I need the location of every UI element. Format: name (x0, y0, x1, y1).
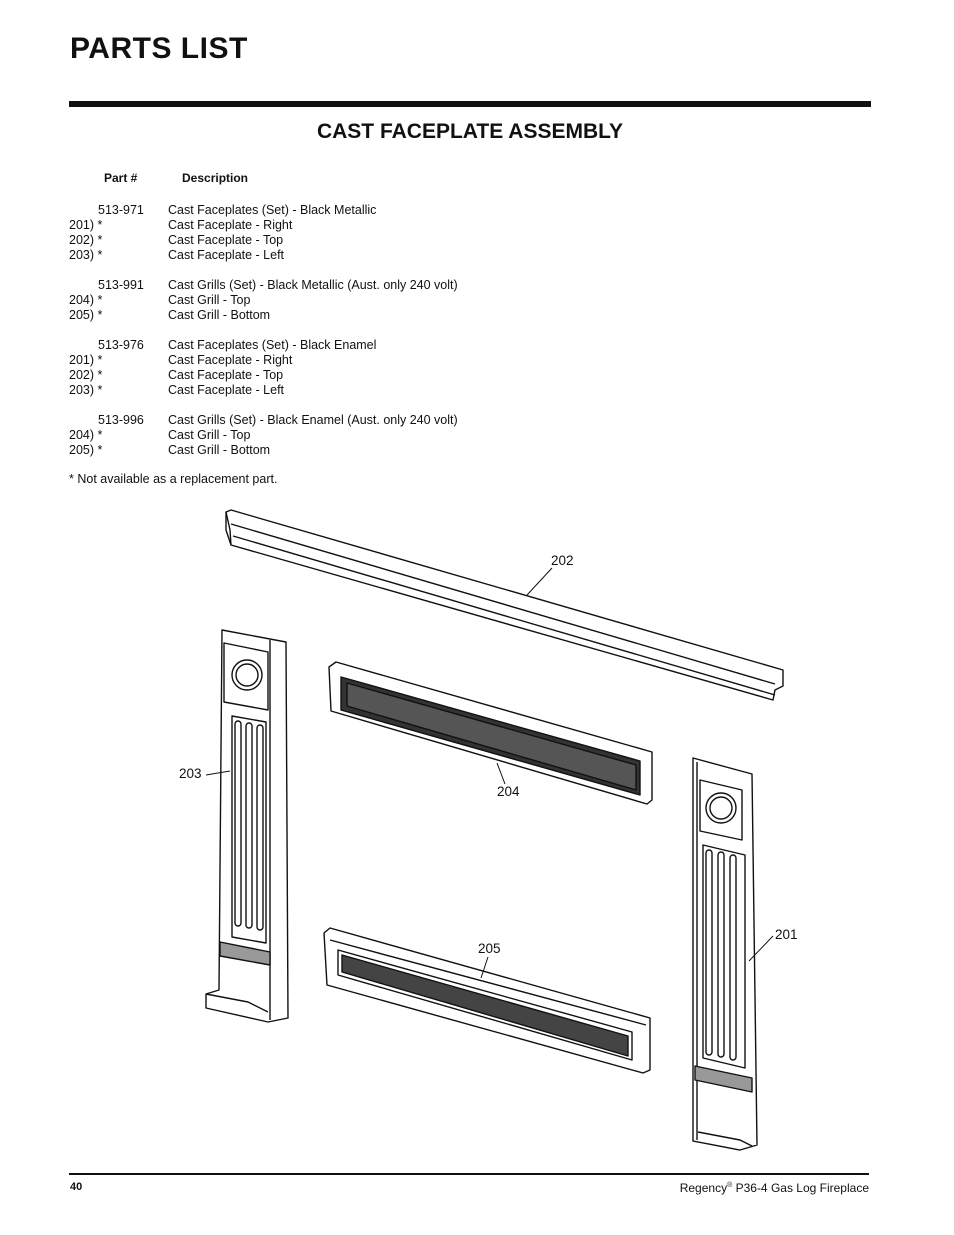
part-description: Cast Grill - Top (168, 428, 251, 442)
part-description: Cast Faceplate - Left (168, 248, 285, 262)
top-grill-drawing (328, 661, 653, 805)
bottom-grill-drawing (323, 927, 651, 1074)
footer-product-title: Regency® P36-4 Gas Log Fireplace (680, 1181, 869, 1195)
callout-204: 204 (497, 784, 520, 799)
part-number: 204) * (69, 293, 103, 307)
part-number-header: Part # (104, 171, 138, 185)
part-number: 202) * (69, 368, 103, 382)
callout-201: 201 (775, 927, 798, 942)
part-description: Cast Faceplate - Left (168, 383, 285, 397)
part-description: Cast Grill - Bottom (168, 443, 271, 457)
top-faceplate-drawing (225, 509, 784, 701)
leader-line-203 (205, 770, 231, 776)
part-number: 203) * (69, 383, 103, 397)
part-description: Cast Faceplate - Top (168, 368, 284, 382)
leader-line-204 (496, 762, 506, 785)
registered-mark: ® (727, 1182, 733, 1189)
part-description: Cast Faceplates (Set) - Black Metallic (168, 203, 377, 217)
part-number: 513-971 (98, 203, 144, 217)
page-number: 40 (70, 1181, 83, 1193)
footer-rule (69, 1173, 869, 1175)
header-rule (69, 101, 871, 107)
part-number: 513-976 (98, 338, 144, 352)
part-description: Cast Faceplate - Right (168, 353, 293, 367)
part-number: 513-991 (98, 278, 144, 292)
part-description: Cast Grills (Set) - Black Enamel (Aust. … (168, 413, 458, 427)
part-description: Cast Grills (Set) - Black Metallic (Aust… (168, 278, 458, 292)
callout-202: 202 (551, 553, 574, 568)
leader-line-201 (748, 935, 774, 962)
left-faceplate-drawing (205, 629, 289, 1023)
part-number: 201) * (69, 353, 103, 367)
part-number: 513-996 (98, 413, 144, 427)
part-number: 205) * (69, 308, 103, 322)
part-description: Cast Faceplate - Top (168, 233, 284, 247)
footer-brand: Regency (679, 1181, 728, 1195)
page-title: PARTS LIST (70, 32, 248, 65)
part-number: 205) * (69, 443, 103, 457)
part-description: Cast Grill - Top (168, 293, 251, 307)
leader-line-205 (480, 956, 489, 979)
callout-203: 203 (179, 766, 202, 781)
leader-line-202 (526, 567, 553, 596)
right-faceplate-drawing (692, 757, 758, 1151)
footer-product: P36-4 Gas Log Fireplace (732, 1181, 869, 1195)
part-description: Cast Grill - Bottom (168, 308, 271, 322)
part-number: 201) * (69, 218, 103, 232)
callout-205: 205 (478, 941, 501, 956)
part-number: 203) * (69, 248, 103, 262)
part-description: Cast Faceplates (Set) - Black Enamel (168, 338, 377, 352)
description-header: Description (182, 171, 249, 185)
footnote: * Not available as a replacement part. (69, 472, 278, 486)
section-title: CAST FACEPLATE ASSEMBLY (316, 120, 624, 143)
part-number: 204) * (69, 428, 103, 442)
part-number: 202) * (69, 233, 103, 247)
part-description: Cast Faceplate - Right (168, 218, 293, 232)
